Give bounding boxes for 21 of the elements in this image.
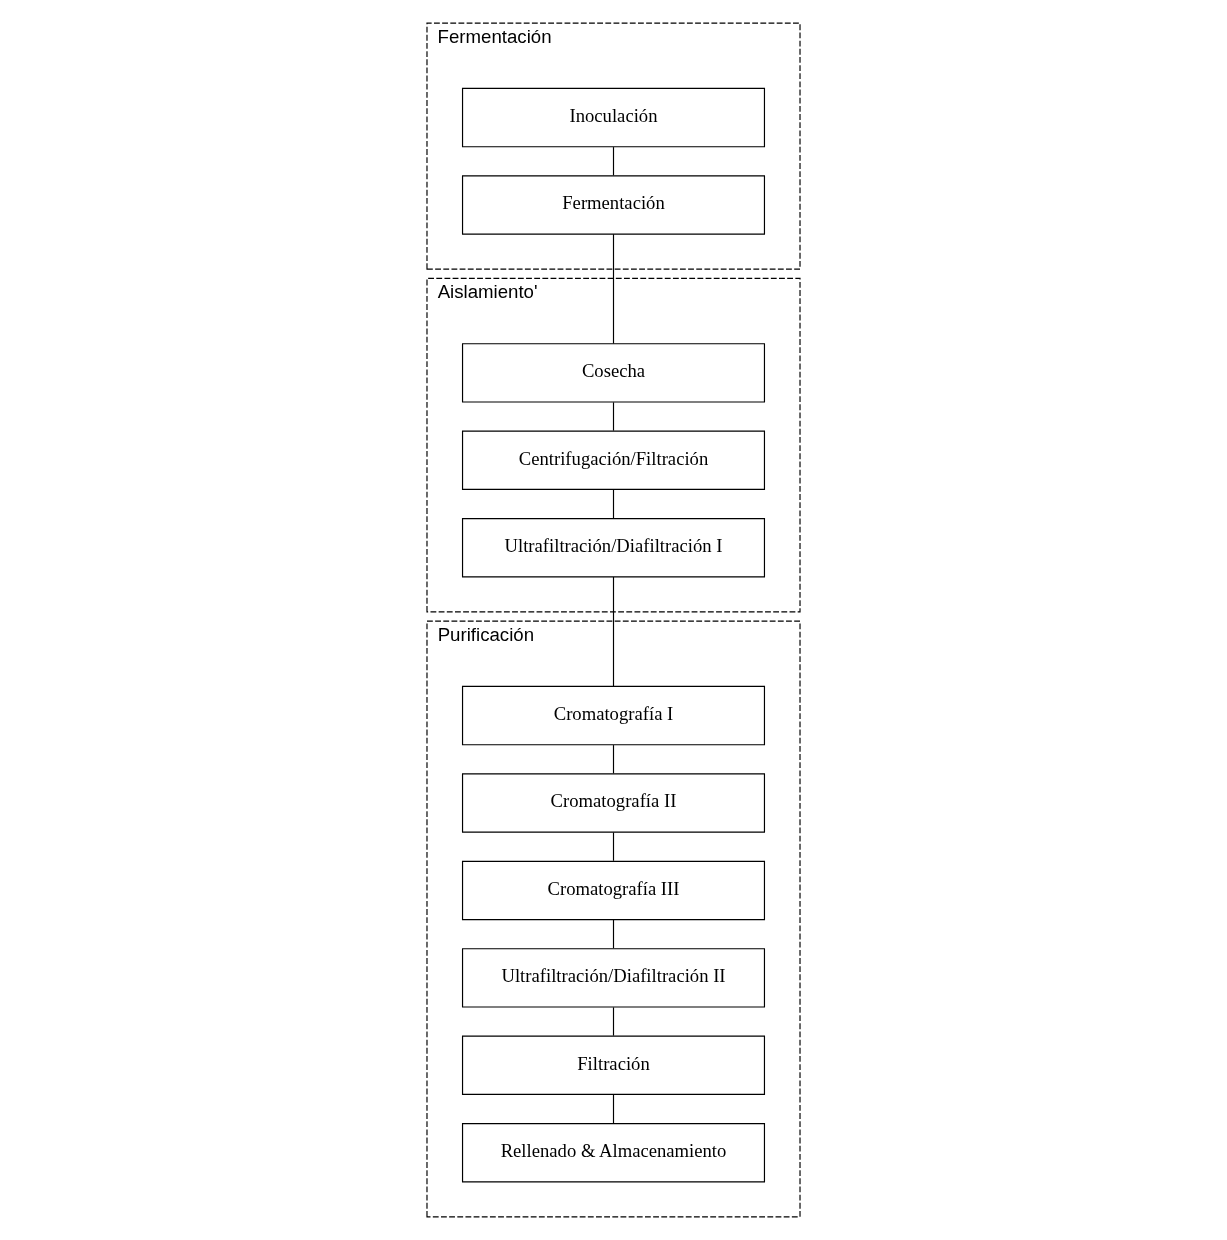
node-box: Cromatografía II [461, 773, 766, 833]
connector [612, 919, 615, 949]
node-box: Cromatografía I [461, 685, 766, 746]
node-box: Ultrafiltración/Diafiltración I [461, 518, 766, 578]
node-box: Filtración [461, 1035, 766, 1096]
connector [612, 1006, 615, 1037]
connector [612, 744, 615, 774]
connector [612, 146, 615, 176]
connector [612, 576, 615, 687]
connector [612, 401, 615, 432]
node-box: Ultrafiltración/Diafiltración II [461, 948, 766, 1008]
node-box: Fermentación [461, 175, 766, 235]
node-box: Centrifugación/Filtración [461, 430, 766, 491]
node-box: Cromatografía III [461, 860, 766, 921]
connector [612, 489, 615, 519]
node-box: Cosecha [461, 343, 766, 403]
connector [612, 831, 615, 862]
node-box: Inoculación [461, 87, 766, 148]
connector [612, 1094, 615, 1124]
node-box: Rellenado & Almacenamiento [461, 1123, 766, 1183]
connector [612, 233, 615, 345]
